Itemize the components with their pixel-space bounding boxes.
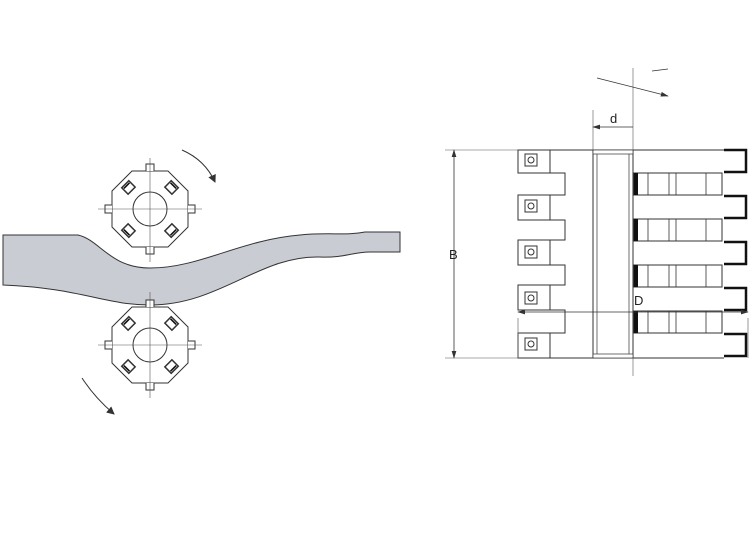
dimension-d: d [592,111,633,130]
rotation-arrow-bottom-icon [81,377,115,415]
feed-direction-icon [596,68,669,97]
bore-section [592,149,634,359]
label-D: D [634,293,643,308]
rotation-arrow-top-icon [181,149,216,183]
label-d: d [610,111,617,126]
end-cap-knives [724,148,748,358]
tool-assembly-drawing [517,148,748,359]
label-B: B [449,247,458,262]
center-lines [98,158,202,398]
left-inserts [524,153,538,351]
knife-rows [633,172,723,334]
dimension-B: B [445,149,518,359]
dimension-D: D [517,293,749,315]
workpiece [2,231,401,306]
